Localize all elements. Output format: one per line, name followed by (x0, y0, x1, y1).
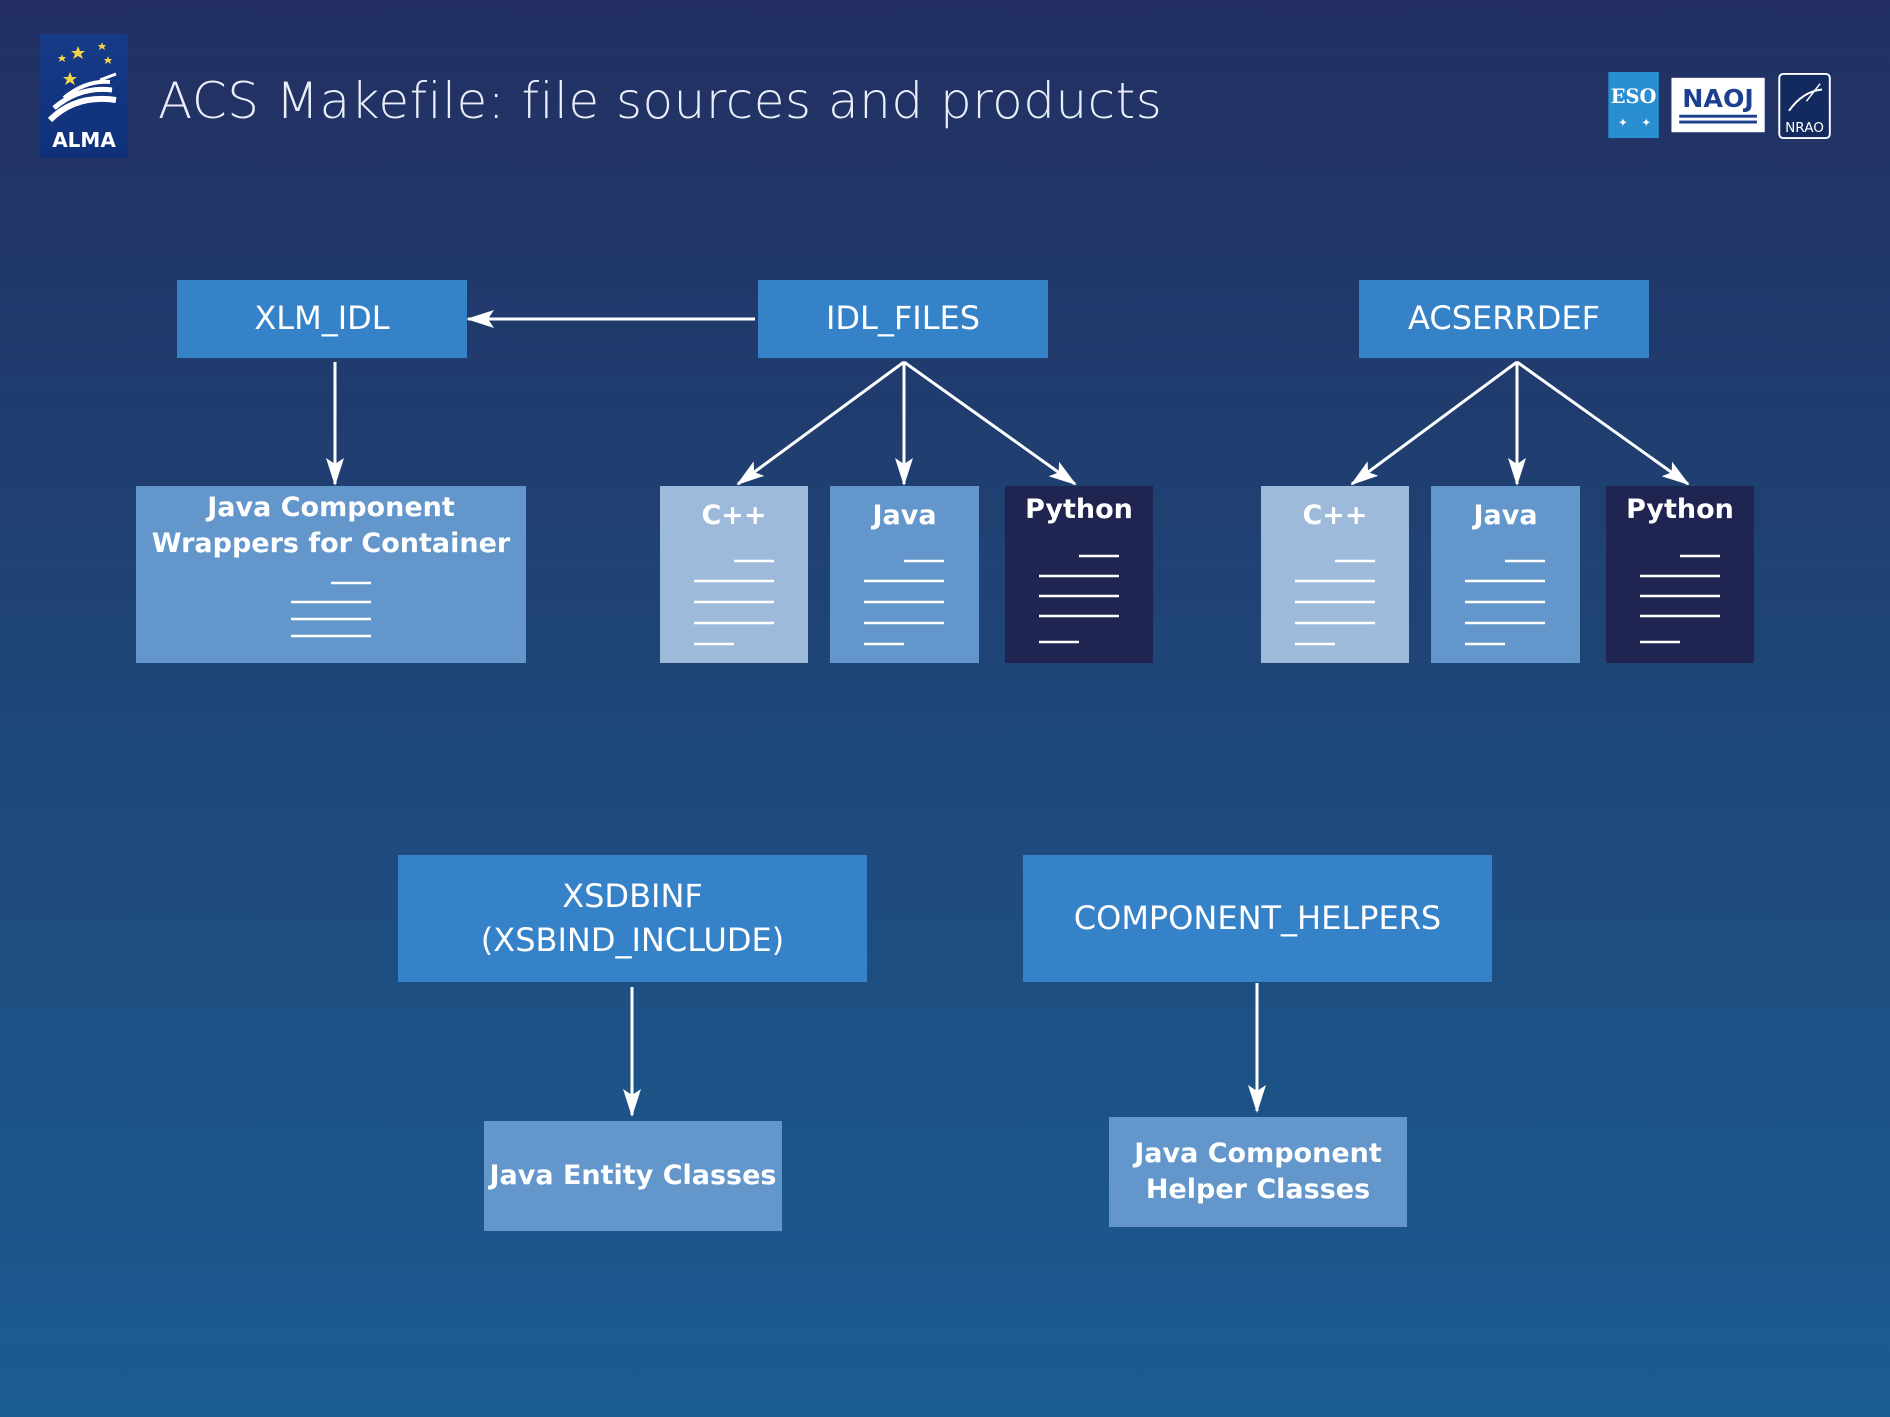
product-err-python[interactable]: Python (1606, 486, 1754, 663)
product-idl-cpp[interactable]: C++ (660, 486, 808, 663)
source-acserrdef[interactable]: ACSERRDEF (1359, 280, 1649, 358)
alma-antenna-icon (47, 42, 117, 123)
product-java-entity-classes[interactable]: Java Entity Classes (484, 1121, 782, 1231)
document-lines-icon (1295, 559, 1375, 646)
product-java-wrappers-line1: Java Component (207, 492, 455, 523)
product-err-java-label: Java (1473, 500, 1538, 531)
source-xsdbinf[interactable]: XSDBINF (XSBIND_INCLUDE) (398, 855, 867, 982)
product-java-wrappers[interactable]: Java Component Wrappers for Container (136, 486, 526, 663)
source-xsdbinf-sub: (XSBIND_INCLUDE) (480, 920, 785, 959)
source-idl-files[interactable]: IDL_FILES (758, 280, 1048, 358)
document-lines-icon (291, 581, 371, 638)
product-idl-cpp-label: C++ (701, 500, 767, 531)
document-lines-icon (1465, 559, 1545, 646)
naoj-logo: NAOJ (1671, 77, 1765, 133)
alma-logo: ALMA (40, 34, 128, 158)
nrao-logo-text: NRAO (1785, 120, 1824, 136)
document-lines-icon (694, 559, 774, 646)
product-err-java[interactable]: Java (1431, 486, 1580, 663)
product-java-wrappers-line2: Wrappers for Container (151, 528, 511, 559)
document-lines-icon (1039, 554, 1119, 644)
arrow-idl-to-cpp (736, 360, 905, 486)
arrow-err-to-cpp (1350, 360, 1518, 486)
eso-logo: ESO ✦ ✦ (1608, 72, 1659, 139)
page-title: ACS Makefile: file sources and products (158, 72, 1163, 130)
product-err-python-label: Python (1626, 494, 1734, 525)
product-err-cpp[interactable]: C++ (1261, 486, 1409, 663)
source-component-helpers[interactable]: COMPONENT_HELPERS (1023, 855, 1492, 982)
product-helper-line2: Helper Classes (1145, 1174, 1371, 1205)
product-idl-java[interactable]: Java (830, 486, 979, 663)
product-java-helper-classes[interactable]: Java Component Helper Classes (1109, 1117, 1407, 1227)
arrow-idl-to-python (903, 360, 1077, 486)
product-idl-python-label: Python (1025, 494, 1133, 525)
product-err-cpp-label: C++ (1302, 500, 1368, 531)
svg-text:✦: ✦ (1618, 115, 1628, 129)
source-xlm-idl[interactable]: XLM_IDL (177, 280, 467, 358)
product-helper-line1: Java Component (1134, 1137, 1382, 1169)
eso-logo-text: ESO (1611, 85, 1657, 108)
naoj-logo-text: NAOJ (1682, 84, 1754, 113)
nrao-logo: NRAO (1778, 72, 1831, 140)
arrow-err-to-python (1516, 360, 1690, 486)
source-xsdbinf-name: XSDBINF (562, 877, 703, 916)
partner-logos: ESO ✦ ✦ NAOJ NRAO (1608, 72, 1831, 140)
svg-text:✦: ✦ (1641, 115, 1651, 129)
document-lines-icon (864, 559, 944, 646)
product-idl-python[interactable]: Python (1005, 486, 1153, 663)
product-idl-java-label: Java (872, 500, 937, 531)
document-lines-icon (1640, 554, 1720, 644)
alma-logo-text: ALMA (52, 128, 116, 152)
